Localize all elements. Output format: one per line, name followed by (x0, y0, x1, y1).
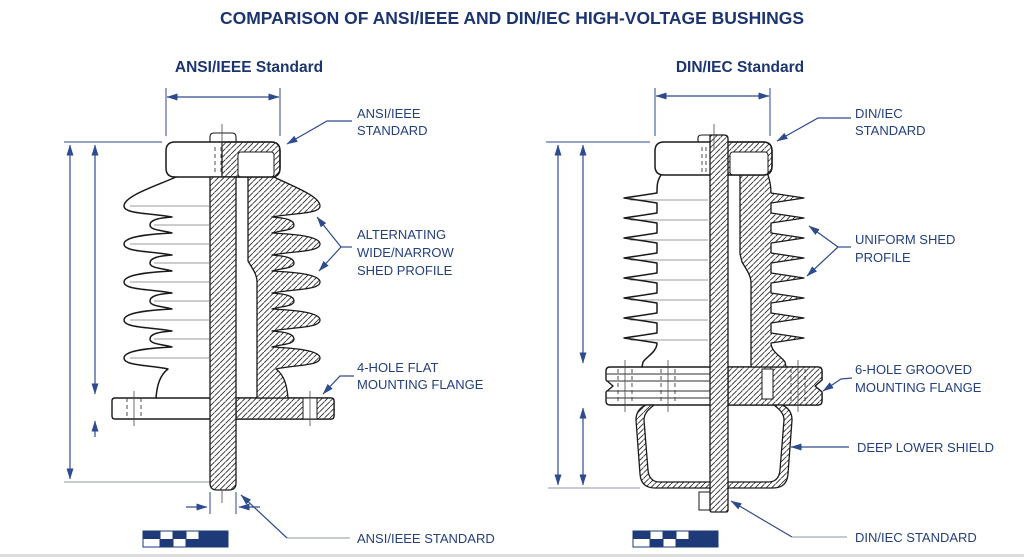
ansi-conductor-stem (209, 176, 237, 491)
subtitle-ansi: ANSI/IEEE Standard (175, 59, 323, 76)
din-flange-leader-arrow (822, 377, 853, 392)
din-shed-profile-section (739, 159, 805, 368)
din-bottom-standard-label: DIN/IEC STANDARD (855, 530, 977, 545)
ansi-dimension-lines (64, 88, 281, 514)
ansi-flange-label-line1: 4-HOLE FLAT (357, 360, 438, 375)
din-flange-label-line1: 6-HOLE GROOVED (855, 362, 972, 377)
din-lower-shield (635, 404, 793, 489)
ansi-shed-label-line3: SHED PROFILE (357, 263, 453, 278)
din-conductor-stem (709, 134, 729, 513)
din-flange-bolt-hole-section (761, 368, 774, 400)
din-shed-back-lines (630, 199, 708, 341)
din-flange-label-line2: MOUNTING FLANGE (855, 380, 982, 395)
ansi-bushing-drawing (64, 88, 335, 548)
ansi-annotations: ANSI/IEEE STANDARD ALTERNATING WIDE/NARR… (240, 106, 495, 546)
ansi-top-cap (165, 132, 281, 178)
ansi-flange-leader-arrow (322, 375, 354, 395)
din-bushing-drawing (546, 88, 823, 548)
din-dimension-lines (546, 88, 771, 489)
din-shed-label-line1: UNIFORM SHED (855, 232, 955, 247)
din-top-leader-arrow (776, 117, 851, 142)
ansi-top-standard-label-line2: STANDARD (357, 123, 428, 138)
din-top-standard-label-line2: STANDARD (855, 123, 926, 138)
din-shed-label-line2: PROFILE (855, 250, 911, 265)
page-title: COMPARISON OF ANSI/IEEE AND DIN/IEC HIGH… (220, 8, 804, 28)
din-annotations: DIN/IEC STANDARD UNIFORM SHED PROFILE 6-… (730, 106, 994, 545)
ansi-flange-label-line2: MOUNTING FLANGE (357, 377, 484, 392)
ansi-shed-back-lines (130, 205, 209, 359)
din-shed-profile-outline (623, 174, 662, 368)
ansi-scale-bar (142, 530, 229, 548)
ansi-shed-profile-outline (123, 176, 177, 399)
ansi-shed-label-line2: WIDE/NARROW (357, 245, 455, 260)
ansi-bottom-standard-label: ANSI/IEEE STANDARD (357, 531, 495, 546)
subtitle-din: DIN/IEC Standard (676, 59, 804, 76)
din-scale-bar (632, 530, 719, 548)
ansi-shed-label-line1: ALTERNATING (357, 227, 446, 242)
page-edge-divider (0, 554, 1024, 557)
ansi-shed-profile-section (247, 159, 321, 399)
din-shield-label: DEEP LOWER SHIELD (857, 440, 994, 455)
ansi-top-leader-arrow (286, 120, 352, 145)
din-bottom-collar (698, 491, 711, 511)
din-top-standard-label-line1: DIN/IEC (855, 106, 903, 121)
ansi-top-standard-label-line1: ANSI/IEEE (357, 106, 421, 121)
